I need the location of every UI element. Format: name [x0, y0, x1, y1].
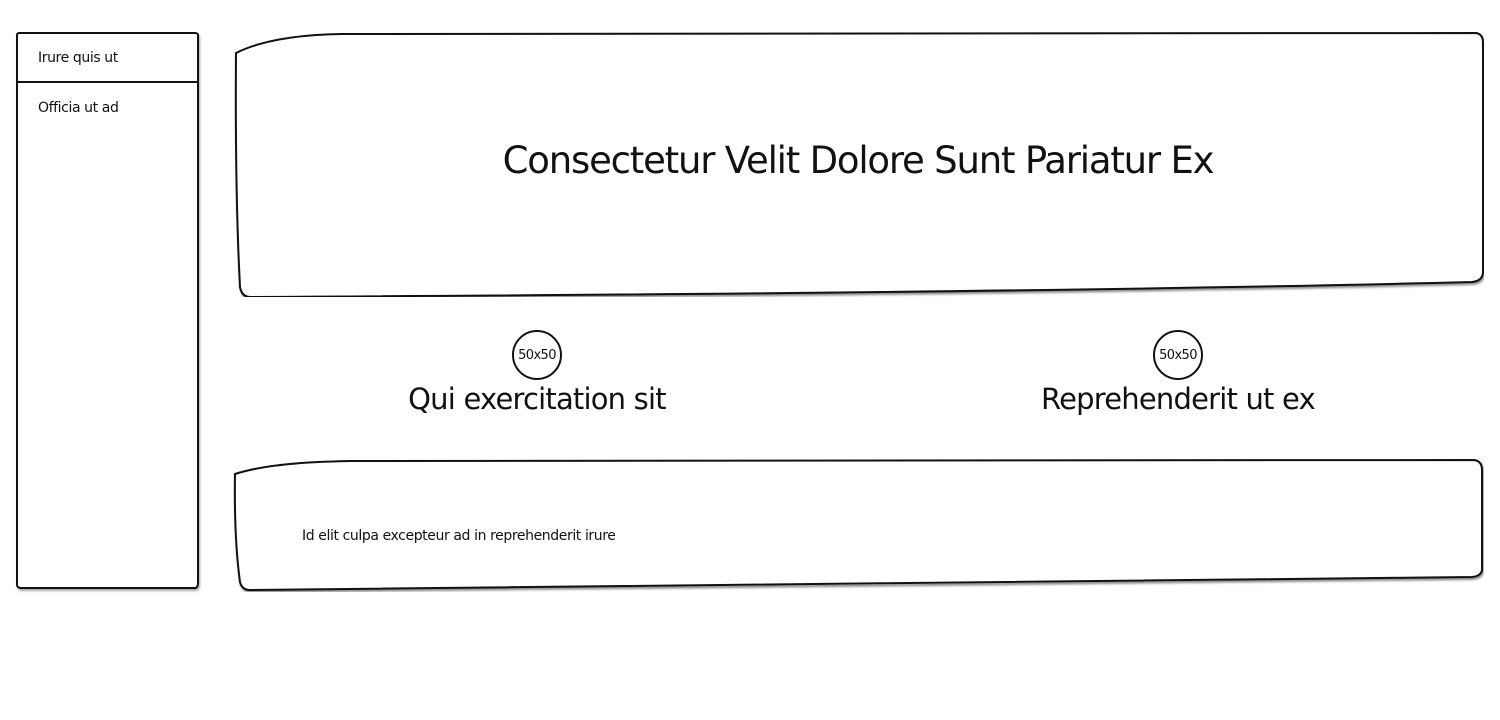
- sidebar-item-label: Irure quis ut: [38, 49, 118, 66]
- feature-card-1: 50x50 Qui exercitation sit: [337, 330, 737, 416]
- sidebar-item-label: Officia ut ad: [38, 99, 119, 116]
- hero-title: Consectetur Velit Dolore Sunt Pariatur E…: [502, 139, 1215, 182]
- hero-panel-border: [234, 31, 1484, 297]
- feature-image-placeholder: 50x50: [1153, 330, 1203, 380]
- sidebar-item-irure-quis-ut[interactable]: Irure quis ut: [18, 34, 197, 83]
- footer-panel: Id elit culpa excepteur ad in reprehende…: [232, 458, 1484, 592]
- feature-title: Reprehenderit ut ex: [1041, 382, 1316, 416]
- hero-panel: Consectetur Velit Dolore Sunt Pariatur E…: [232, 31, 1484, 297]
- sidebar: Irure quis ut Officia ut ad: [16, 32, 199, 589]
- footer-panel-border: [233, 458, 1483, 592]
- feature-card-2: 50x50 Reprehenderit ut ex: [978, 330, 1378, 416]
- sidebar-item-officia-ut-ad[interactable]: Officia ut ad: [18, 83, 197, 132]
- feature-title: Qui exercitation sit: [408, 382, 666, 416]
- feature-image-placeholder: 50x50: [512, 330, 562, 380]
- footer-text: Id elit culpa excepteur ad in reprehende…: [302, 528, 616, 544]
